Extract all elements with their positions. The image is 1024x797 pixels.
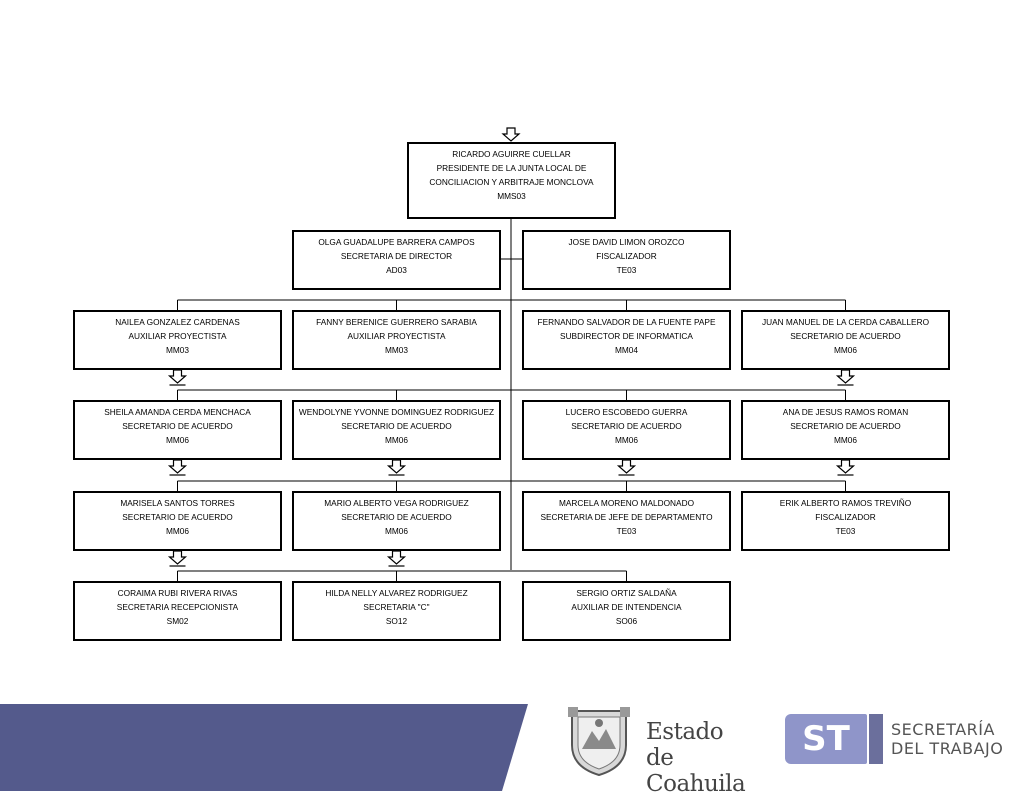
estado-line-2: de Coahuila bbox=[646, 745, 746, 797]
footer-band-shape bbox=[0, 704, 528, 791]
row2-box-4-line-3: MM06 bbox=[833, 345, 858, 355]
row5-box-2-line-2: SECRETARIA "C" bbox=[363, 602, 430, 612]
coat-of-arms-icon bbox=[568, 707, 630, 777]
row3-box-3-line-2: SECRETARIO DE ACUERDO bbox=[571, 421, 682, 431]
row4-box-3: MARCELA MORENO MALDONADO SECRETARIA DE JE… bbox=[522, 491, 731, 551]
row3-box-1-line-1: SHEILA AMANDA CERDA MENCHACA bbox=[104, 407, 251, 417]
st-line-2: DEL TRABAJO bbox=[891, 739, 1004, 758]
row2-box-4: JUAN MANUEL DE LA CERDA CABALLERO SECRETA… bbox=[741, 310, 950, 370]
row5-box-2: HILDA NELLY ALVAREZ RODRIGUEZ SECRETARIA … bbox=[292, 581, 501, 641]
row4-box-4-line-3: TE03 bbox=[835, 526, 856, 536]
st-bar bbox=[869, 714, 883, 764]
row4-box-2: MARIO ALBERTO VEGA RODRIGUEZ SECRETARIO D… bbox=[292, 491, 501, 551]
row2-box-3: FERNANDO SALVADOR DE LA FUENTE PAPE SUBDI… bbox=[522, 310, 731, 370]
row4-box-2-line-3: MM06 bbox=[384, 526, 409, 536]
row3-box-2-line-3: MM06 bbox=[384, 435, 409, 445]
row4-box-3-line-2: SECRETARIA DE JEFE DE DEPARTAMENTO bbox=[540, 512, 713, 522]
row5-box-2-line-1: HILDA NELLY ALVAREZ RODRIGUEZ bbox=[325, 588, 468, 598]
row1-box-2: JOSE DAVID LIMON OROZCO FISCALIZADOR TE03 bbox=[522, 230, 731, 290]
row5-box-3: SERGIO ORTIZ SALDAÑA AUXILIAR DE INTENDEN… bbox=[522, 581, 731, 641]
row1-box-1-line-3: AD03 bbox=[386, 265, 407, 275]
st-line-1: SECRETARÍA bbox=[891, 720, 995, 739]
row2-box-2: FANNY BERENICE GUERRERO SARABIA AUXILIAR … bbox=[292, 310, 501, 370]
row3-box-2: WENDOLYNE YVONNE DOMINGUEZ RODRIGUEZ SECR… bbox=[292, 400, 501, 460]
down-arrow-icon-2-1 bbox=[167, 459, 188, 474]
row4-box-1-line-3: MM06 bbox=[165, 526, 190, 536]
row2-box-1: NAILEA GONZALEZ CARDENAS AUXILIAR PROYECT… bbox=[73, 310, 282, 370]
row3-box-3-line-3: MM06 bbox=[614, 435, 639, 445]
st-text: SECRETARÍA DEL TRABAJO bbox=[891, 720, 1003, 758]
row3-box-2-line-2: SECRETARIO DE ACUERDO bbox=[341, 421, 452, 431]
head-box-line-1: RICARDO AGUIRRE CUELLAR bbox=[452, 149, 571, 159]
down-arrow-icon-2-3 bbox=[616, 459, 637, 474]
secretaria-del-trabajo-logo: ST SECRETARÍA DEL TRABAJO bbox=[785, 712, 1005, 768]
row5-box-1-line-3: SM02 bbox=[166, 616, 189, 626]
row4-box-3-line-3: TE03 bbox=[616, 526, 637, 536]
estado-de-coahuila-logo: Estado de Coahuila bbox=[566, 703, 756, 797]
row2-box-4-line-1: JUAN MANUEL DE LA CERDA CABALLERO bbox=[761, 317, 930, 327]
down-arrow-icon-1-4 bbox=[835, 369, 856, 384]
connector-lines bbox=[167, 127, 856, 581]
head-box-line-4: MMS03 bbox=[497, 191, 526, 201]
row2-box-2-line-2: AUXILIAR PROYECTISTA bbox=[347, 331, 446, 341]
top-arrow-icon bbox=[501, 127, 521, 142]
row1-box-1-line-2: SECRETARIA DE DIRECTOR bbox=[340, 251, 453, 261]
row2-box-4-line-2: SECRETARIO DE ACUERDO bbox=[790, 331, 901, 341]
row4-box-2-line-2: SECRETARIO DE ACUERDO bbox=[341, 512, 452, 522]
down-arrow-icon-1-1 bbox=[167, 369, 188, 384]
row4-box-1-line-2: SECRETARIO DE ACUERDO bbox=[122, 512, 233, 522]
row4-box-4-line-1: ERIK ALBERTO RAMOS TREVIÑO bbox=[779, 498, 912, 508]
row4-box-3-line-1: MARCELA MORENO MALDONADO bbox=[558, 498, 695, 508]
row4-box-4: ERIK ALBERTO RAMOS TREVIÑO FISCALIZADOR TE… bbox=[741, 491, 950, 551]
row4-box-1: MARISELA SANTOS TORRES SECRETARIO DE ACUE… bbox=[73, 491, 282, 551]
row3-box-2-line-1: WENDOLYNE YVONNE DOMINGUEZ RODRIGUEZ bbox=[298, 407, 495, 417]
row5-box-1-line-1: CORAIMA RUBI RIVERA RIVAS bbox=[117, 588, 238, 598]
head-box-line-3: CONCILIACION Y ARBITRAJE MONCLOVA bbox=[429, 177, 594, 187]
row5-box-3-line-3: SO06 bbox=[615, 616, 638, 626]
row3-box-1-line-2: SECRETARIO DE ACUERDO bbox=[122, 421, 233, 431]
row5-box-1-line-2: SECRETARIA RECEPCIONISTA bbox=[116, 602, 239, 612]
row2-box-3-line-2: SUBDIRECTOR DE INFORMATICA bbox=[560, 331, 693, 341]
row2-box-1-line-1: NAILEA GONZALEZ CARDENAS bbox=[115, 317, 240, 327]
estado-de-coahuila-text: Estado de Coahuila bbox=[646, 719, 756, 797]
row5-box-3-line-2: AUXILIAR DE INTENDENCIA bbox=[571, 602, 682, 612]
row5-box-1: CORAIMA RUBI RIVERA RIVAS SECRETARIA RECE… bbox=[73, 581, 282, 641]
row2-box-3-line-1: FERNANDO SALVADOR DE LA FUENTE PAPE bbox=[537, 317, 716, 327]
down-arrow-icon-3-2 bbox=[386, 550, 407, 565]
row3-box-3-line-1: LUCERO ESCOBEDO GUERRA bbox=[565, 407, 688, 417]
row2-box-1-line-2: AUXILIAR PROYECTISTA bbox=[128, 331, 227, 341]
down-arrow-icon-3-1 bbox=[167, 550, 188, 565]
row2-box-1-line-3: MM03 bbox=[165, 345, 190, 355]
row3-box-1-line-3: MM06 bbox=[165, 435, 190, 445]
row5-box-3-line-1: SERGIO ORTIZ SALDAÑA bbox=[576, 588, 677, 598]
estado-line-1: Estado bbox=[646, 719, 724, 745]
down-arrow-icon-2-4 bbox=[835, 459, 856, 474]
org-chart: RICARDO AGUIRRE CUELLAR PRESIDENTE DE LA … bbox=[73, 127, 950, 641]
row5-box-2-line-3: SO12 bbox=[385, 616, 408, 626]
row2-box-3-line-3: MM04 bbox=[614, 345, 639, 355]
row4-box-1-line-1: MARISELA SANTOS TORRES bbox=[120, 498, 235, 508]
row3-box-3: LUCERO ESCOBEDO GUERRA SECRETARIO DE ACUE… bbox=[522, 400, 731, 460]
row3-box-4-line-2: SECRETARIO DE ACUERDO bbox=[790, 421, 901, 431]
row1-box-1-line-1: OLGA GUADALUPE BARRERA CAMPOS bbox=[318, 237, 475, 247]
down-arrow-icon-2-2 bbox=[386, 459, 407, 474]
head-box-line-2: PRESIDENTE DE LA JUNTA LOCAL DE bbox=[436, 163, 587, 173]
row1-box-2-line-2: FISCALIZADOR bbox=[596, 251, 657, 261]
row2-box-2-line-1: FANNY BERENICE GUERRERO SARABIA bbox=[316, 317, 477, 327]
row3-box-4-line-3: MM06 bbox=[833, 435, 858, 445]
row3-box-4-line-1: ANA DE JESUS RAMOS ROMAN bbox=[782, 407, 909, 417]
row3-box-1: SHEILA AMANDA CERDA MENCHACA SECRETARIO D… bbox=[73, 400, 282, 460]
footer-band bbox=[0, 704, 1024, 791]
row1-box-2-line-3: TE03 bbox=[616, 265, 637, 275]
st-mark: ST bbox=[785, 714, 867, 764]
row2-box-2-line-3: MM03 bbox=[384, 345, 409, 355]
row4-box-4-line-2: FISCALIZADOR bbox=[815, 512, 876, 522]
head-box: RICARDO AGUIRRE CUELLAR PRESIDENTE DE LA … bbox=[407, 142, 616, 219]
row1-box-2-line-1: JOSE DAVID LIMON OROZCO bbox=[568, 237, 685, 247]
row1-box-1: OLGA GUADALUPE BARRERA CAMPOS SECRETARIA … bbox=[292, 230, 501, 290]
row3-box-4: ANA DE JESUS RAMOS ROMAN SECRETARIO DE AC… bbox=[741, 400, 950, 460]
row4-box-2-line-1: MARIO ALBERTO VEGA RODRIGUEZ bbox=[324, 498, 469, 508]
